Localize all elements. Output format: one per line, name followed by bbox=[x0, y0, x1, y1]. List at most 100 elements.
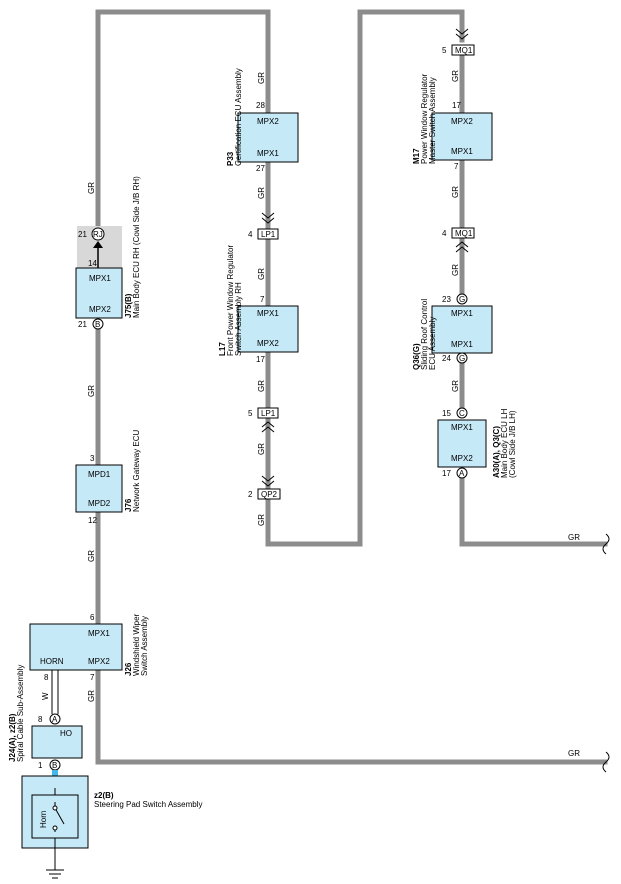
j76-bottom-label: MPD2 bbox=[88, 499, 111, 508]
j75-bottom-pin: 21 bbox=[78, 320, 87, 329]
connector-lp1-bottom: LP1 5 bbox=[248, 407, 279, 433]
wire-label-gr: GR bbox=[257, 443, 266, 455]
l17-code: L17 bbox=[218, 342, 227, 356]
wire-label-gr: GR bbox=[568, 749, 580, 758]
j26-code: J26 bbox=[124, 662, 133, 676]
a30-bottom-conn: A bbox=[459, 469, 465, 478]
wire-label-gr: GR bbox=[451, 264, 460, 276]
j26-top-label: MPX1 bbox=[88, 629, 110, 638]
wire-label-gr: GR bbox=[451, 70, 460, 82]
j75-bottom-conn: B bbox=[95, 320, 100, 329]
connector-qp2-name: QP2 bbox=[261, 490, 278, 499]
a30-name-line1: Main Body ECU LH bbox=[500, 408, 509, 478]
q36-name-line1: Sliding Roof Control bbox=[420, 299, 429, 370]
component-p33: 28 MPX2 MPX1 27 P33 Certification ECU As… bbox=[226, 68, 299, 173]
component-j75: 21 RJ 14 MPX1 MPX2 B 21 J75(B) Main Body… bbox=[75, 176, 141, 330]
component-z2: Horn z2(B) Steering Pad Switch Assembly bbox=[21, 775, 203, 870]
rj-name: RJ bbox=[93, 230, 103, 239]
wire-color-labels: GR GR GR GR GR GR GR GR GR GR GR GR GR G… bbox=[41, 70, 580, 780]
q36-top-pin: 23 bbox=[442, 295, 451, 304]
connector-mq1-bottom: MQ1 4 bbox=[442, 227, 475, 253]
j76-code: J76 bbox=[124, 498, 133, 512]
p33-bottom-label: MPX1 bbox=[257, 149, 279, 158]
connector-mq1-top-name: MQ1 bbox=[455, 46, 473, 55]
wire-label-gr: GR bbox=[257, 380, 266, 392]
a30-top-label: MPX1 bbox=[451, 423, 473, 432]
j24-top-conn: A bbox=[52, 715, 58, 724]
j75-top-pin: 14 bbox=[88, 259, 97, 268]
a30-top-pin: 15 bbox=[442, 409, 451, 418]
j24-top-pin: 8 bbox=[38, 715, 43, 724]
wire-label-w: W bbox=[41, 692, 50, 700]
p33-top-label: MPX2 bbox=[257, 117, 279, 126]
l17-bottom-pin: 17 bbox=[256, 355, 265, 364]
l17-bottom-label: MPX2 bbox=[257, 339, 279, 348]
j76-top-pin: 3 bbox=[90, 454, 95, 463]
l17-top-label: MPX1 bbox=[257, 309, 279, 318]
j24-label: HO bbox=[60, 729, 72, 738]
component-q36: 23 G MPX1 MPX1 G 24 Q36(G) Sliding Roof … bbox=[412, 293, 493, 370]
j76-name: Network Gateway ECU bbox=[132, 430, 141, 512]
m17-bottom-pin: 7 bbox=[454, 162, 459, 171]
j26-horn-pin: 8 bbox=[44, 673, 49, 682]
wire-label-gr: GR bbox=[257, 72, 266, 84]
l17-top-pin: 7 bbox=[260, 295, 265, 304]
wire-label-gr: GR bbox=[87, 182, 96, 194]
m17-code: M17 bbox=[412, 148, 421, 164]
q36-name-line2: ECU Assembly bbox=[428, 317, 437, 370]
j26-name-line1: Windshield Wiper bbox=[132, 613, 141, 676]
p33-code: P33 bbox=[226, 151, 235, 166]
wire-label-gr: GR bbox=[257, 187, 266, 199]
wire-label-gr: GR bbox=[87, 690, 96, 702]
connector-lp1-bottom-pin: 5 bbox=[248, 409, 253, 418]
q36-bottom-conn: G bbox=[459, 354, 465, 363]
j76-bottom-pin: 12 bbox=[88, 516, 97, 525]
p33-top-pin: 28 bbox=[256, 101, 265, 110]
connector-lp1-top-pin: 4 bbox=[248, 230, 253, 239]
m17-name-line1: Power Window Regulator bbox=[420, 73, 429, 164]
connector-mq1-top-pin: 5 bbox=[442, 46, 447, 55]
z2-name: Steering Pad Switch Assembly bbox=[94, 800, 203, 809]
l17-name-line2: Switch Assembly RH bbox=[234, 282, 243, 356]
connector-lp1-bottom-name: LP1 bbox=[261, 409, 276, 418]
wire-a30-to-bus bbox=[459, 473, 608, 547]
component-j76: 3 MPD1 MPD2 12 J76 Network Gateway ECU bbox=[75, 430, 141, 525]
component-j26: 6 MPX1 HORN MPX2 8 7 J26 Windshield Wipe… bbox=[29, 613, 149, 682]
connector-qp2-pin: 2 bbox=[248, 490, 253, 499]
wire-label-gr: GR bbox=[87, 550, 96, 562]
wire-top-left-loop bbox=[95, 9, 271, 121]
m17-bottom-label: MPX1 bbox=[451, 147, 473, 156]
connector-lp1-top: LP1 4 bbox=[248, 212, 279, 240]
p33-name: Certification ECU Assembly bbox=[234, 68, 243, 166]
wire-label-gr: GR bbox=[451, 380, 460, 392]
a30-name-line2: (Cowl Side J/B LH) bbox=[508, 410, 517, 478]
j24-bottom-pin: 1 bbox=[38, 761, 43, 770]
connector-mq1-bottom-pin: 4 bbox=[442, 229, 447, 238]
wire-label-gr: GR bbox=[257, 514, 266, 526]
j26-bottom-pin: 7 bbox=[90, 673, 95, 682]
j75-top-label: MPX1 bbox=[89, 274, 111, 283]
wire-label-gr: GR bbox=[257, 268, 266, 280]
component-a30: 15 C MPX1 MPX2 A 17 A30(A), Q3(C) Main B… bbox=[437, 407, 517, 479]
wire-break-mark-lower bbox=[602, 751, 610, 773]
wire-label-gr: GR bbox=[87, 385, 96, 397]
wire-label-gr: GR bbox=[451, 186, 460, 198]
a30-code: A30(A), Q3(C) bbox=[492, 426, 501, 478]
ground-icon bbox=[46, 869, 64, 879]
component-m17: 17 MPX2 MPX1 7 M17 Power Window Regulato… bbox=[412, 73, 493, 171]
m17-top-label: MPX2 bbox=[451, 117, 473, 126]
a30-bottom-pin: 17 bbox=[442, 469, 451, 478]
z2-switch-label: Horn bbox=[39, 811, 48, 828]
l17-name-line1: Front Power Window Regulator bbox=[226, 245, 235, 356]
j24-name: Spiral Cable Sub-Assembly bbox=[16, 665, 25, 762]
j26-bottom-label: MPX2 bbox=[88, 657, 110, 666]
j26-top-pin: 6 bbox=[90, 613, 95, 622]
rj-pin: 21 bbox=[78, 230, 87, 239]
q36-top-label: MPX1 bbox=[451, 309, 473, 318]
wire-horn-w bbox=[51, 670, 59, 714]
component-l17: 7 MPX1 MPX2 17 L17 Front Power Window Re… bbox=[218, 245, 299, 364]
wire-l17-to-qp2 bbox=[265, 9, 465, 547]
j24-bottom-conn: B bbox=[52, 761, 57, 770]
wire-j26-to-bus bbox=[95, 667, 608, 765]
